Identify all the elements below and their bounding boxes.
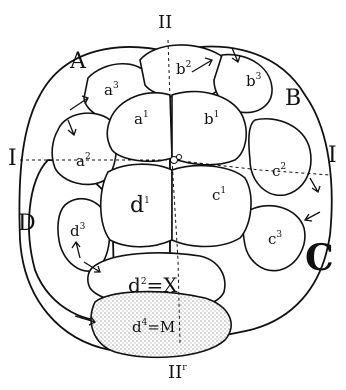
- axis-label-bottom: IIr: [168, 362, 187, 383]
- axis-label-top: II: [158, 12, 172, 33]
- quadrant-label-d: D: [18, 211, 36, 236]
- quadrant-label-a: A: [69, 49, 87, 74]
- cell-c1-outline: [172, 166, 251, 247]
- axis-label-bottom-mark: r: [182, 363, 187, 373]
- axis-label-bottom-main: II: [168, 362, 182, 383]
- cell-label-d4-m: d4=M: [132, 318, 175, 336]
- quadrant-label-c: C: [305, 237, 334, 279]
- quadrant-label-b: B: [285, 86, 301, 111]
- cell-label-d2-x: d2=X: [128, 273, 178, 297]
- axis-label-left: I: [8, 146, 17, 171]
- axis-label-right: I: [328, 143, 337, 168]
- polar-center-2: [177, 155, 182, 160]
